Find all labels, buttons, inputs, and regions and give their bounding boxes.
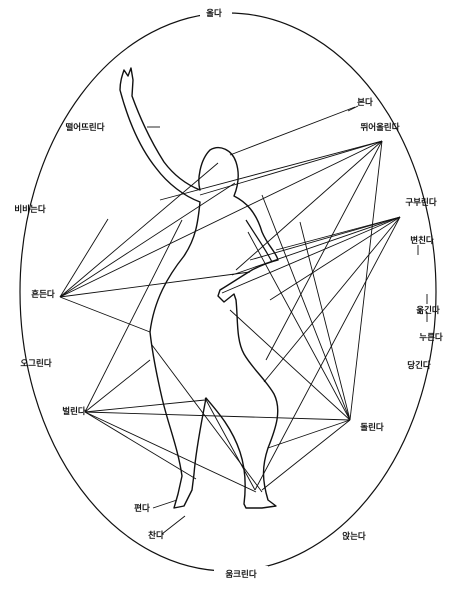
label-gubunda: 구부린다 [405, 197, 436, 208]
label-byeonchinda: 변친다 [410, 235, 434, 246]
label-nureunda: 누른다 [419, 332, 443, 343]
connection-lines [60, 107, 400, 492]
label-bonda: 본다 [357, 97, 373, 108]
label-annneunda: 앉는다 [342, 531, 366, 542]
label-ogeurinda: 오그린다 [20, 358, 51, 369]
label-top: 올다 [206, 8, 222, 19]
human-figure [120, 68, 278, 508]
label-olginda: 옮긴다 [416, 305, 440, 316]
label-ttuieoollinda: 뛰어올린다 [360, 122, 399, 133]
label-tteoreotteurinda: 떨어뜨린다 [65, 122, 104, 133]
label-heundeunda: 흔든다 [31, 289, 55, 300]
figure-arm-detail [246, 220, 272, 262]
label-beollinda: 벌린다 [62, 406, 86, 417]
label-dollinda: 돌린다 [360, 422, 384, 433]
label-danginda: 당긴다 [407, 360, 431, 371]
label-chanda: 찬다 [148, 530, 164, 541]
outer-oval [20, 13, 436, 571]
label-bibinda: 비비는다 [14, 204, 45, 215]
labels: 올다 본다 뛰어올린다 떨어뜨린다 비비는다 구부린다 변친다 흔든다 오그린다… [14, 8, 443, 580]
label-bottom: 움크린다 [225, 569, 256, 580]
label-pyeonda: 편다 [134, 503, 150, 514]
